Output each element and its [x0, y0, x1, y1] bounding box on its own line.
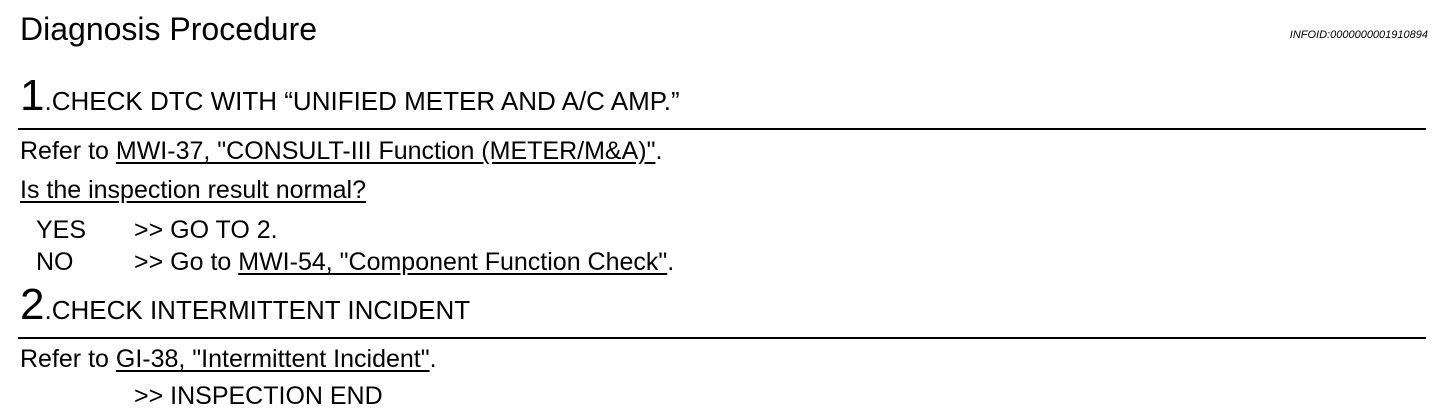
step-1-refer-link[interactable]: MWI-37, "CONSULT-III Function (METER/M&A… — [115, 137, 656, 165]
step-2-dot: . — [44, 295, 52, 325]
step-1-divider — [18, 128, 1426, 130]
info-id: INFOID:0000000001910894 — [1289, 29, 1428, 41]
no-action-suffix: . — [667, 248, 675, 276]
step-1-refer-suffix: . — [655, 137, 663, 165]
page-title: Diagnosis Procedure — [20, 11, 318, 47]
step-2-refer-prefix: Refer to — [20, 345, 116, 373]
step-1-heading: 1.CHECK DTC WITH “UNIFIED METER AND A/C … — [20, 74, 680, 128]
step-1-number: 1 — [20, 71, 45, 120]
step-1-dot: . — [44, 86, 52, 116]
yes-action: >> GO TO 2. — [134, 216, 278, 244]
no-action-line: >> Go to MWI-54, "Component Function Che… — [134, 247, 674, 277]
no-label: NO — [36, 248, 74, 276]
inspection-question: Is the inspection result normal? — [20, 176, 367, 204]
no-action-prefix: >> Go to — [134, 248, 239, 276]
yes-label: YES — [36, 216, 87, 244]
step-2-number: 2 — [20, 280, 45, 329]
step-2-refer-link[interactable]: GI-38, "Intermittent Incident" — [115, 345, 430, 373]
step-2-heading: 2.CHECK INTERMITTENT INCIDENT — [20, 283, 470, 337]
step-2-refer-suffix: . — [429, 345, 437, 373]
inspection-end: >> INSPECTION END — [134, 382, 383, 410]
step-1-heading-text: CHECK DTC WITH “UNIFIED METER AND A/C AM… — [51, 86, 680, 116]
step-2-divider — [18, 337, 1426, 339]
no-action-link[interactable]: MWI-54, "Component Function Check" — [238, 248, 668, 276]
step-2-refer-line: Refer to GI-38, "Intermittent Incident". — [20, 344, 437, 374]
step-1-refer-prefix: Refer to — [20, 137, 116, 165]
step-2-heading-text: CHECK INTERMITTENT INCIDENT — [51, 295, 471, 325]
step-1-refer-line: Refer to MWI-37, "CONSULT-III Function (… — [20, 136, 662, 166]
